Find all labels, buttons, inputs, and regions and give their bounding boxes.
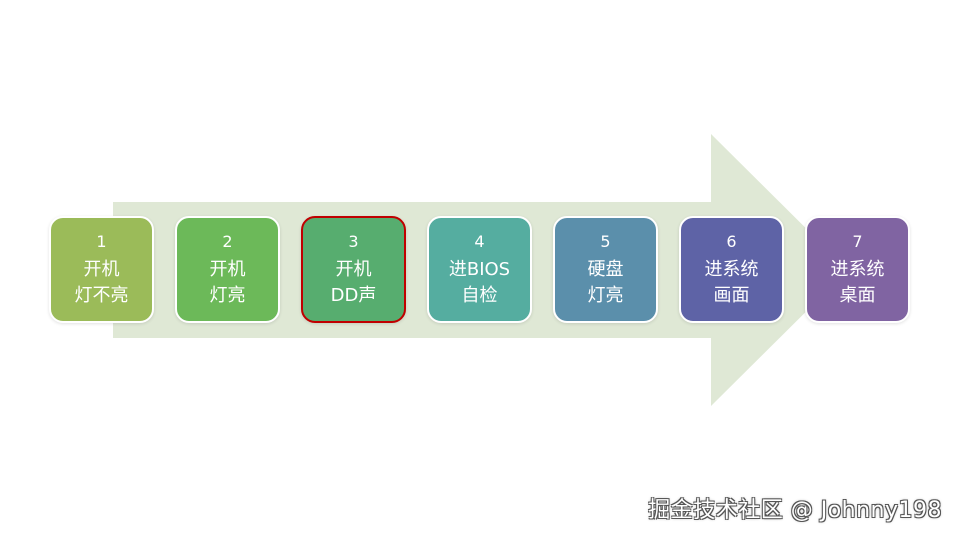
- step-label-line1: 进系统: [830, 258, 885, 280]
- step-label-line1: 硬盘: [587, 258, 624, 280]
- step-card-1: 1 开机 灯不亮: [49, 216, 154, 323]
- step-number: 5: [600, 231, 611, 251]
- step-card-2: 2 开机 灯亮: [175, 216, 280, 323]
- step-label-line2: 灯亮: [209, 284, 246, 306]
- step-number: 2: [222, 231, 233, 251]
- step-label-line1: 进系统: [704, 258, 759, 280]
- step-number: 1: [96, 231, 107, 251]
- step-number: 3: [348, 231, 359, 251]
- step-label-line1: 开机: [209, 258, 246, 280]
- step-number: 7: [852, 231, 863, 251]
- step-label-line2: 灯不亮: [74, 284, 129, 306]
- step-label-line2: 灯亮: [587, 284, 624, 306]
- step-label-line2: 桌面: [839, 284, 876, 306]
- step-card-4: 4 进BIOS 自检: [427, 216, 532, 323]
- step-label-line2: 自检: [461, 284, 498, 306]
- step-number: 4: [474, 231, 485, 251]
- step-label-line1: 进BIOS: [448, 258, 511, 280]
- step-label-line2: DD声: [330, 284, 377, 306]
- watermark-text: 掘金技术社区 @ Johnny198: [648, 498, 942, 523]
- step-card-5: 5 硬盘 灯亮: [553, 216, 658, 323]
- step-card-6: 6 进系统 画面: [679, 216, 784, 323]
- step-label-line1: 开机: [83, 258, 120, 280]
- step-card-7: 7 进系统 桌面: [805, 216, 910, 323]
- step-label-line1: 开机: [335, 258, 372, 280]
- step-number: 6: [726, 231, 737, 251]
- step-label-line2: 画面: [713, 284, 750, 306]
- step-card-3: 3 开机 DD声: [301, 216, 406, 323]
